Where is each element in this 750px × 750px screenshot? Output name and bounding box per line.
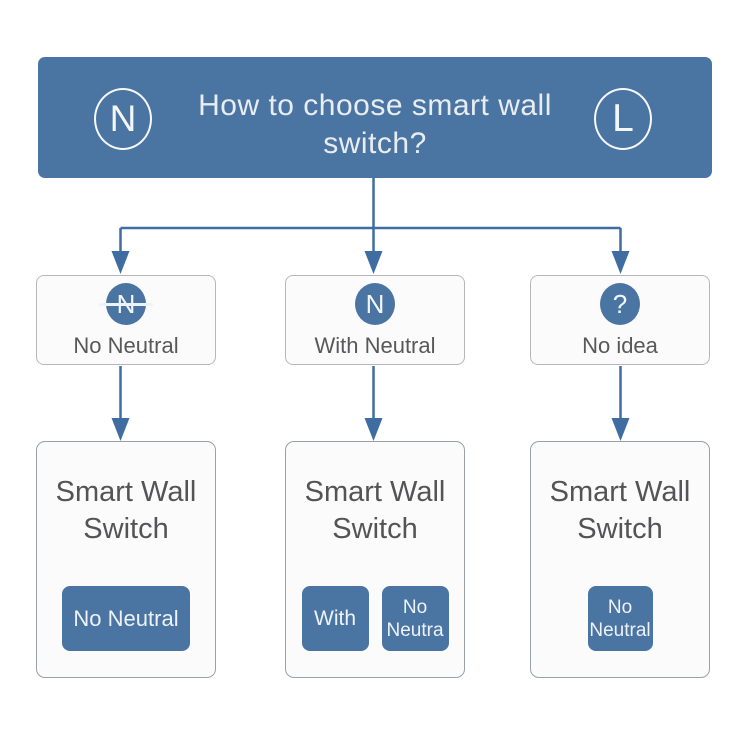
product-title-line-1: Smart Wall bbox=[55, 476, 197, 508]
no-neutral-option-button[interactable]: No Neutral bbox=[62, 586, 190, 651]
header-banner: N How to choose smart wall switch? L bbox=[38, 57, 712, 178]
title-line-2: switch? bbox=[323, 127, 427, 160]
branch-box-no-neutral: N No Neutral bbox=[36, 275, 216, 365]
button-row: No Neutral bbox=[37, 586, 215, 651]
with-option-button[interactable]: With bbox=[301, 586, 369, 651]
product-box-with-neutral: Smart Wall Switch With No Neutra bbox=[285, 441, 465, 678]
button-label: No bbox=[607, 596, 633, 618]
arrowhead-icon bbox=[611, 251, 630, 274]
product-title-line-2: Switch bbox=[577, 513, 663, 545]
product-title-line-2: Switch bbox=[83, 513, 169, 545]
button-row: No Neutral bbox=[531, 586, 709, 651]
button-label: No Neutral bbox=[73, 606, 179, 631]
button-label: Neutra bbox=[386, 619, 444, 641]
no-neutral-option-button[interactable]: No Neutra bbox=[381, 586, 449, 651]
arrowhead-icon bbox=[364, 418, 383, 441]
icon-letter: N bbox=[365, 288, 385, 319]
no-neutral-option-button[interactable]: No Neutral bbox=[587, 586, 653, 651]
arrowhead-icon bbox=[111, 418, 130, 441]
button-label: Neutral bbox=[589, 619, 651, 641]
product-box-no-neutral: Smart Wall Switch No Neutral bbox=[36, 441, 216, 678]
icon-letter: ? bbox=[612, 288, 628, 319]
no-neutral-icon: N bbox=[99, 283, 153, 325]
arrowhead-icon bbox=[364, 251, 383, 274]
badge-letter: L bbox=[612, 97, 634, 140]
button-label: No bbox=[402, 596, 428, 618]
product-box-no-idea: Smart Wall Switch No Neutral bbox=[530, 441, 710, 678]
product-title-line-1: Smart Wall bbox=[304, 476, 446, 508]
button-label: With bbox=[314, 607, 356, 630]
live-wire-badge-icon: L bbox=[594, 88, 652, 150]
product-title: Smart Wall Switch bbox=[531, 474, 709, 548]
neutral-icon: N bbox=[355, 283, 395, 325]
neutral-wire-badge-icon: N bbox=[94, 88, 152, 150]
page-title: How to choose smart wall switch? bbox=[148, 87, 602, 163]
product-title: Smart Wall Switch bbox=[286, 474, 464, 548]
branch-label: No idea bbox=[582, 333, 658, 358]
arrowhead-icon bbox=[111, 251, 130, 274]
question-icon: ? bbox=[600, 283, 640, 325]
product-title: Smart Wall Switch bbox=[37, 474, 215, 548]
product-title-line-1: Smart Wall bbox=[549, 476, 691, 508]
strikethrough-line bbox=[99, 302, 153, 306]
title-line-1: How to choose smart wall bbox=[198, 89, 552, 122]
branch-label: No Neutral bbox=[73, 333, 179, 358]
button-row: With No Neutra bbox=[286, 586, 464, 651]
product-title-line-2: Switch bbox=[332, 513, 418, 545]
branch-label: With Neutral bbox=[314, 333, 436, 358]
badge-letter: N bbox=[109, 98, 137, 139]
arrowhead-icon bbox=[611, 418, 630, 441]
branch-box-no-idea: ? No idea bbox=[530, 275, 710, 365]
branch-box-with-neutral: N With Neutral bbox=[285, 275, 465, 365]
